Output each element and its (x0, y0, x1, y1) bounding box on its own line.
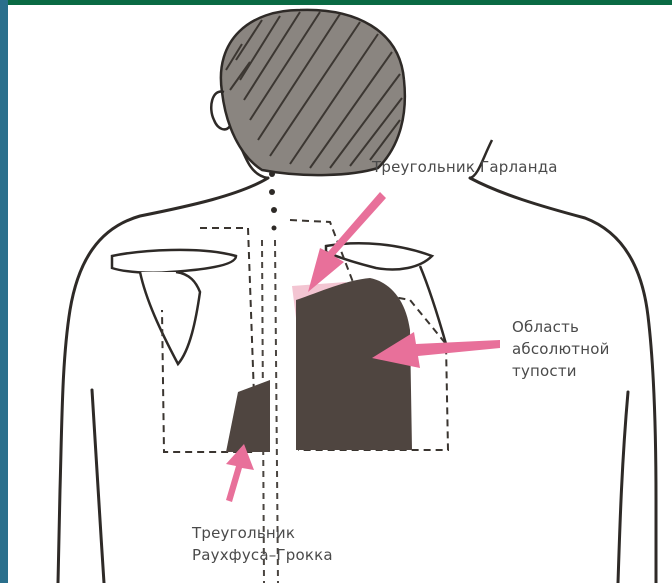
label-absolute-dullness: Область абсолютной тупости (512, 316, 610, 382)
left-scapula-spine (112, 250, 236, 273)
left-frame-border (0, 0, 8, 583)
label-hartland-triangle: Треугольник Гарланда (372, 156, 558, 178)
absolute-dullness-region (296, 278, 412, 450)
top-frame-border (0, 0, 672, 5)
left-scapula-blade (140, 272, 200, 364)
right-scapula-edge (420, 266, 446, 344)
label-rauchfuss-grocco: Треугольник Раухфуса–Грокка (192, 522, 333, 566)
rauchfuss-grocco-triangle (226, 380, 270, 452)
spine-spinous-processes (269, 171, 277, 231)
head (221, 10, 405, 175)
